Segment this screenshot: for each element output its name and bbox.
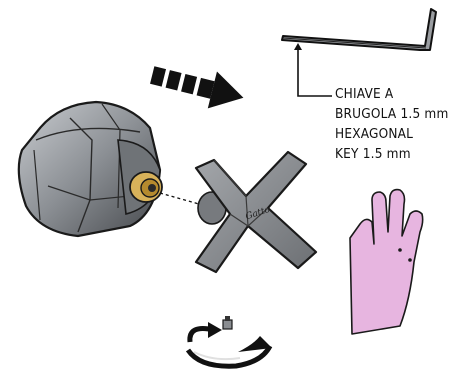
- callout-line-4: KEY 1.5 mm: [335, 144, 449, 164]
- direction-arrow-icon: [148, 57, 248, 117]
- spindle-icon: [130, 172, 162, 202]
- callout-leader-line: [298, 46, 332, 96]
- hand-icon: [350, 190, 423, 334]
- hex-key-callout: CHIAVE A BRUGOLA 1.5 mm HEXAGONAL KEY 1.…: [335, 84, 449, 164]
- cross-handle: Gatto: [196, 152, 316, 272]
- hex-key-icon: [282, 9, 436, 50]
- grub-screw-icon: [223, 316, 232, 329]
- valve-body: [19, 102, 160, 236]
- callout-line-2: BRUGOLA 1.5 mm: [335, 104, 449, 124]
- callout-line-1: CHIAVE A: [335, 84, 449, 104]
- callout-line-3: HEXAGONAL: [335, 124, 449, 144]
